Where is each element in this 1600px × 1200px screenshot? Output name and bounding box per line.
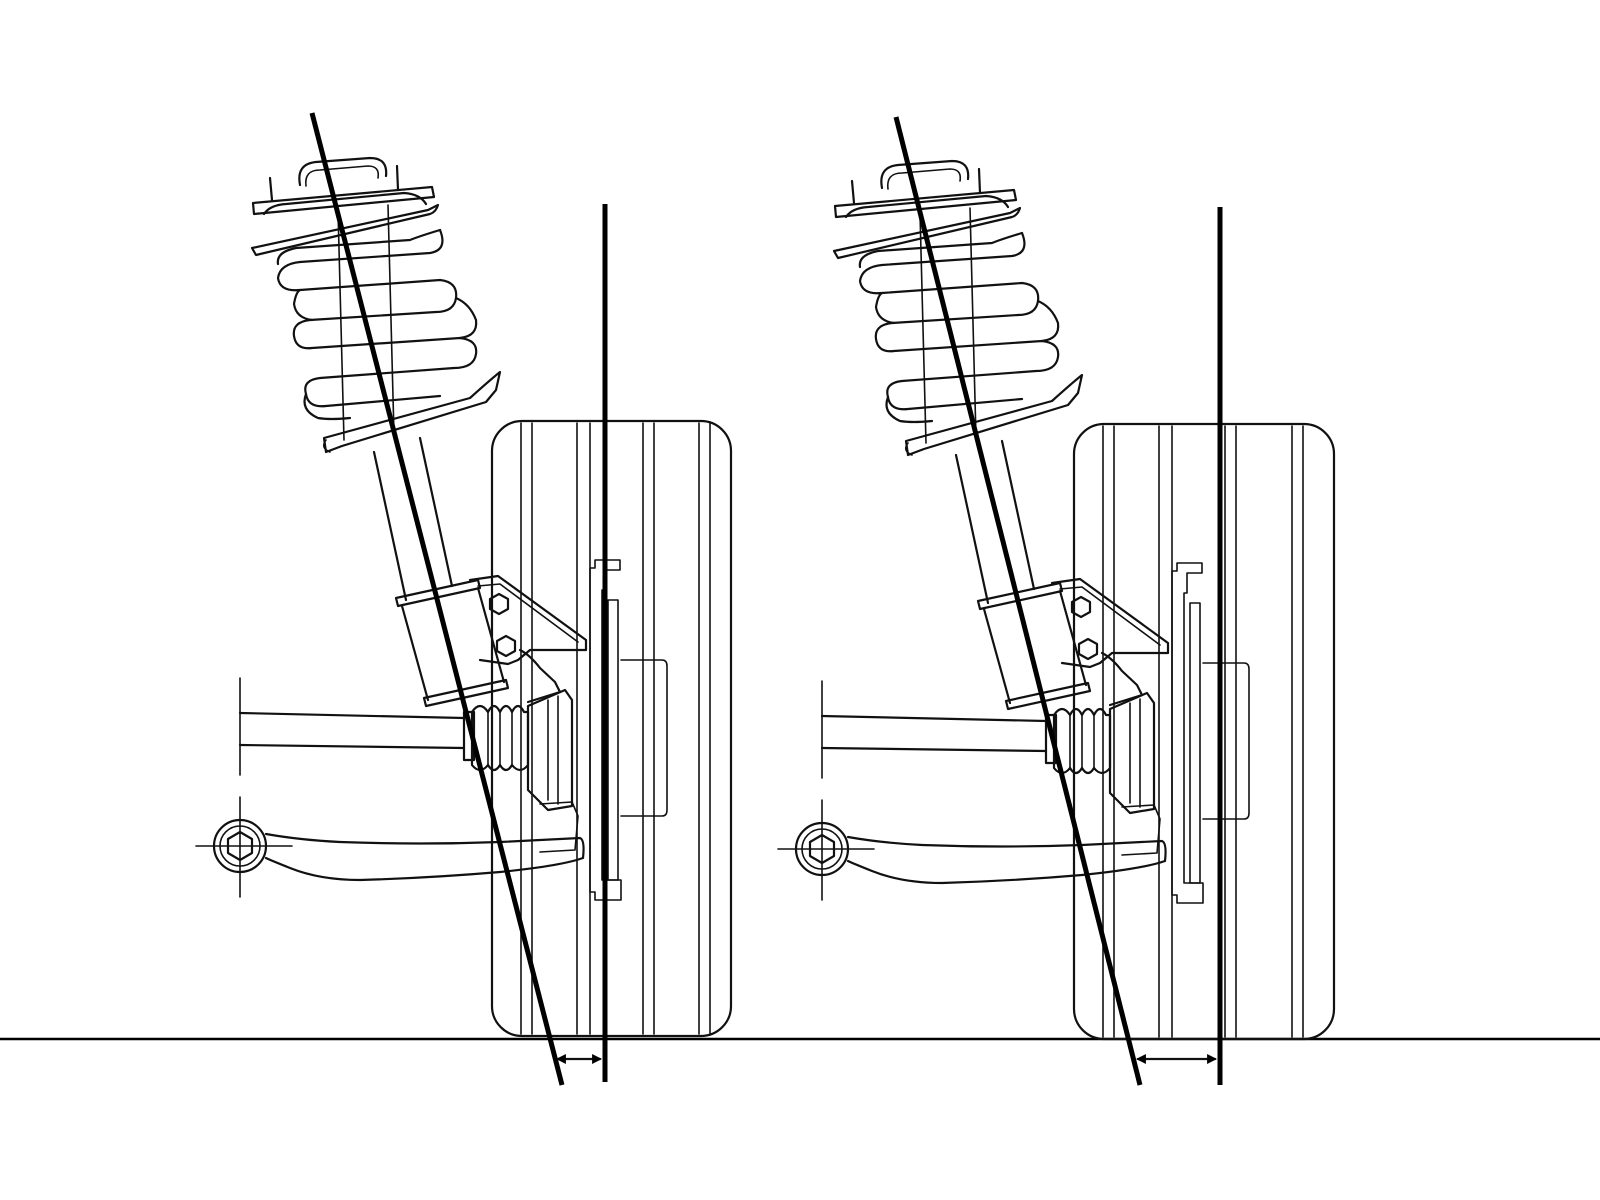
drive-shaft-right bbox=[820, 680, 1156, 815]
lower-control-arm-right bbox=[777, 799, 1167, 901]
wheel-right bbox=[1072, 422, 1336, 1041]
strut-assembly-left bbox=[250, 156, 510, 708]
panel-right bbox=[777, 116, 1336, 1086]
steering-axis-line-right bbox=[893, 116, 1143, 1086]
knuckle-bracket-left bbox=[468, 574, 588, 704]
knuckle-bracket-right bbox=[1050, 577, 1170, 707]
lower-control-arm-left bbox=[195, 796, 585, 898]
strut-assembly-right bbox=[832, 159, 1092, 711]
wheel-left bbox=[490, 419, 733, 1038]
steering-axis-line-left bbox=[309, 112, 565, 1086]
drive-shaft-left bbox=[238, 677, 574, 812]
panel-left bbox=[195, 112, 733, 1086]
